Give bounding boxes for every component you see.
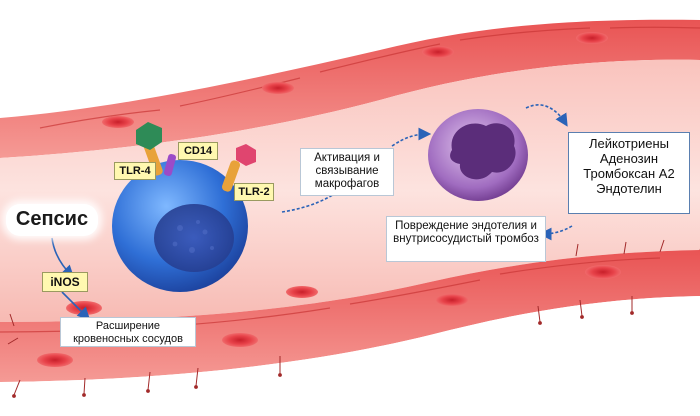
- tlr4-label: TLR-4: [114, 162, 156, 180]
- vessel-wall-top: [0, 0, 700, 118]
- vessel-outside-bottom: [0, 296, 700, 416]
- arrow-activation-neutrophil: [391, 127, 432, 147]
- arrow-inos-vasodilation: [61, 291, 91, 321]
- vasodilation-label: Расширение кровеносных сосудов: [60, 317, 196, 347]
- endothelial-cells-lower: [37, 265, 621, 367]
- vessel-wall-lower: [0, 250, 700, 382]
- endothelial-cells-upper: [102, 32, 608, 128]
- neutrophil-cell: [428, 109, 528, 201]
- damage-label: Повреждение эндотелия и внутрисосудистый…: [386, 216, 546, 262]
- arrow-mediators-damage: [538, 225, 573, 241]
- endothelium-upper: [39, 26, 700, 129]
- cd14-label: CD14: [178, 142, 218, 160]
- arrow-macrophage-activation: [281, 177, 355, 213]
- mediator-leukotrienes: Лейкотриены: [589, 136, 669, 151]
- activation-label: Активация и связывание макрофагов: [300, 148, 394, 196]
- vessel-wall-upper: [0, 19, 700, 158]
- mediator-endothelin: Эндотелин: [596, 180, 662, 196]
- mediator-thromboxane: Тромбоксан А2: [583, 165, 675, 181]
- wall-spikes: [7, 239, 700, 398]
- sepsis-label: Сепсис: [6, 204, 98, 236]
- mediators-box: Лейкотриены Аденозин Тромбоксан А2 Эндот…: [568, 132, 690, 214]
- macrophage-cell: [112, 160, 248, 292]
- mediator-adenosine: Аденозин: [599, 150, 659, 166]
- cd14-receptor: [163, 154, 177, 176]
- tlr2-receptor: [221, 144, 256, 192]
- tlr4-receptor: [136, 122, 163, 176]
- tlr2-label: TLR-2: [234, 183, 274, 201]
- inos-label: iNOS: [42, 272, 88, 292]
